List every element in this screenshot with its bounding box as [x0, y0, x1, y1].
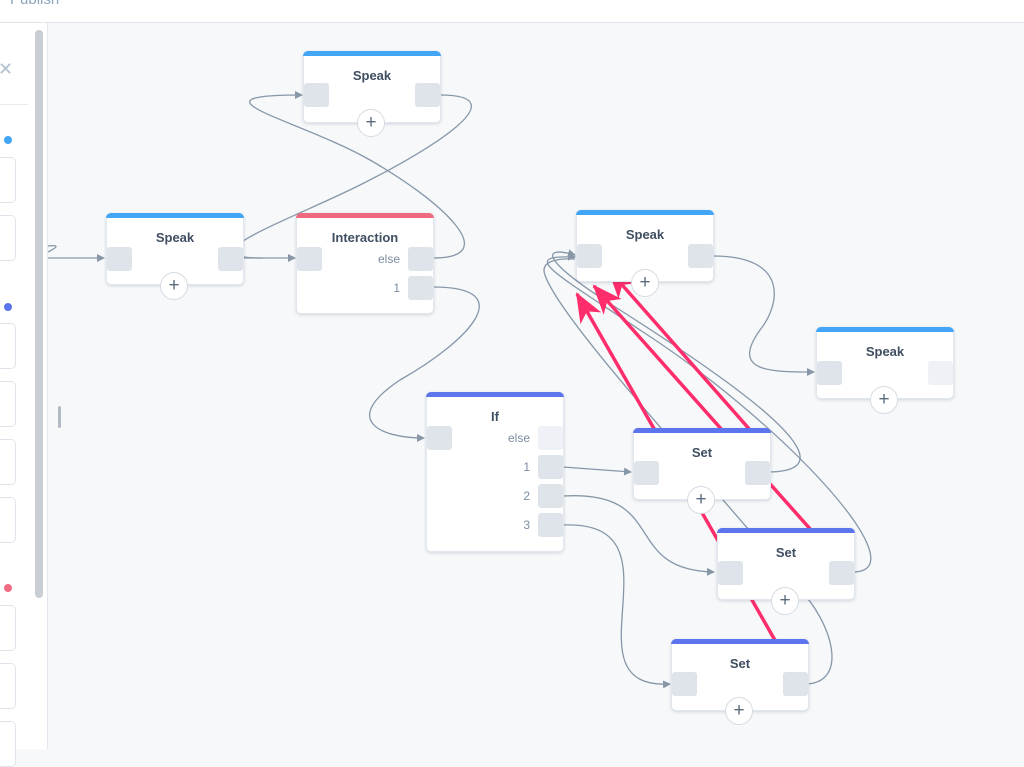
sidebar-block-item[interactable] [0, 323, 16, 369]
add-step-button[interactable]: + [687, 486, 715, 514]
condition-output-port[interactable] [538, 484, 563, 508]
node-title: Set [729, 656, 751, 671]
close-icon[interactable]: ✕ [0, 59, 14, 79]
add-step-button[interactable]: + [771, 587, 799, 615]
sidebar-block-item[interactable] [0, 215, 16, 261]
else-output-port[interactable] [408, 247, 433, 271]
input-port[interactable] [304, 83, 329, 107]
add-step-button[interactable]: + [357, 109, 385, 137]
choice-port-label: 1 [393, 281, 400, 295]
if-node[interactable]: If else 1 2 3 [426, 392, 564, 552]
choice-output-port[interactable] [408, 276, 433, 300]
publish-button[interactable]: Publish [10, 0, 59, 8]
else-port-label: else [507, 431, 530, 445]
sidebar-resize-handle[interactable] [58, 406, 61, 428]
sidebar-divider [0, 104, 28, 105]
connector [552, 249, 801, 473]
node-title: Speak [625, 227, 665, 242]
input-port[interactable] [107, 247, 132, 271]
node-title: Interaction [331, 230, 399, 245]
condition-output-port[interactable] [538, 455, 563, 479]
output-port[interactable] [745, 461, 770, 485]
input-port[interactable] [817, 361, 842, 385]
add-step-button[interactable]: + [870, 386, 898, 414]
connector [712, 255, 815, 376]
speak-category-dot [4, 136, 12, 144]
node-title: If [491, 409, 499, 424]
top-bar: Publish [0, 0, 1024, 23]
annotation-arrow [592, 284, 838, 560]
sidebar-block-item[interactable] [0, 605, 16, 651]
interaction-category-dot [4, 584, 12, 592]
connector [248, 91, 466, 259]
sidebar-block-item[interactable] [0, 157, 16, 203]
sidebar-block-item[interactable] [0, 663, 16, 709]
node-title: Speak [352, 68, 392, 83]
input-port[interactable] [427, 426, 452, 450]
sidebar-block-item[interactable] [0, 497, 16, 543]
connector [369, 286, 480, 442]
condition-port-label: 3 [523, 518, 530, 532]
output-port[interactable] [829, 561, 854, 585]
logic-category-dot [4, 303, 12, 311]
node-title: Speak [155, 230, 195, 245]
output-port[interactable] [783, 672, 808, 696]
input-port[interactable] [718, 561, 743, 585]
sidebar-block-item[interactable] [0, 439, 16, 485]
connector [562, 524, 671, 689]
condition-port-label: 2 [523, 489, 530, 503]
output-port[interactable] [415, 83, 440, 107]
add-step-button[interactable]: + [631, 269, 659, 297]
output-port[interactable] [688, 244, 713, 268]
condition-output-port[interactable] [538, 513, 563, 537]
node-title: Speak [865, 344, 905, 359]
input-port[interactable] [672, 672, 697, 696]
output-port[interactable] [218, 247, 243, 271]
input-port[interactable] [577, 244, 602, 268]
connector [47, 244, 57, 253]
input-port[interactable] [634, 461, 659, 485]
node-title: Set [775, 545, 797, 560]
add-step-button[interactable]: + [160, 272, 188, 300]
annotation-arrow [607, 268, 768, 450]
input-port[interactable] [297, 247, 322, 271]
connector [562, 466, 632, 476]
connector [562, 495, 715, 576]
sidebar-scrollbar[interactable] [35, 30, 43, 598]
node-title: Set [691, 445, 713, 460]
set-node[interactable]: Set [671, 639, 809, 711]
condition-port-label: 1 [523, 460, 530, 474]
speak-node[interactable]: Speak [576, 210, 714, 282]
else-output-port[interactable] [538, 426, 563, 450]
else-port-label: else [377, 252, 400, 266]
output-port[interactable] [928, 361, 953, 385]
interaction-node[interactable]: Interaction else 1 [296, 213, 434, 314]
add-step-button[interactable]: + [725, 697, 753, 725]
sidebar-block-item[interactable] [0, 381, 16, 427]
